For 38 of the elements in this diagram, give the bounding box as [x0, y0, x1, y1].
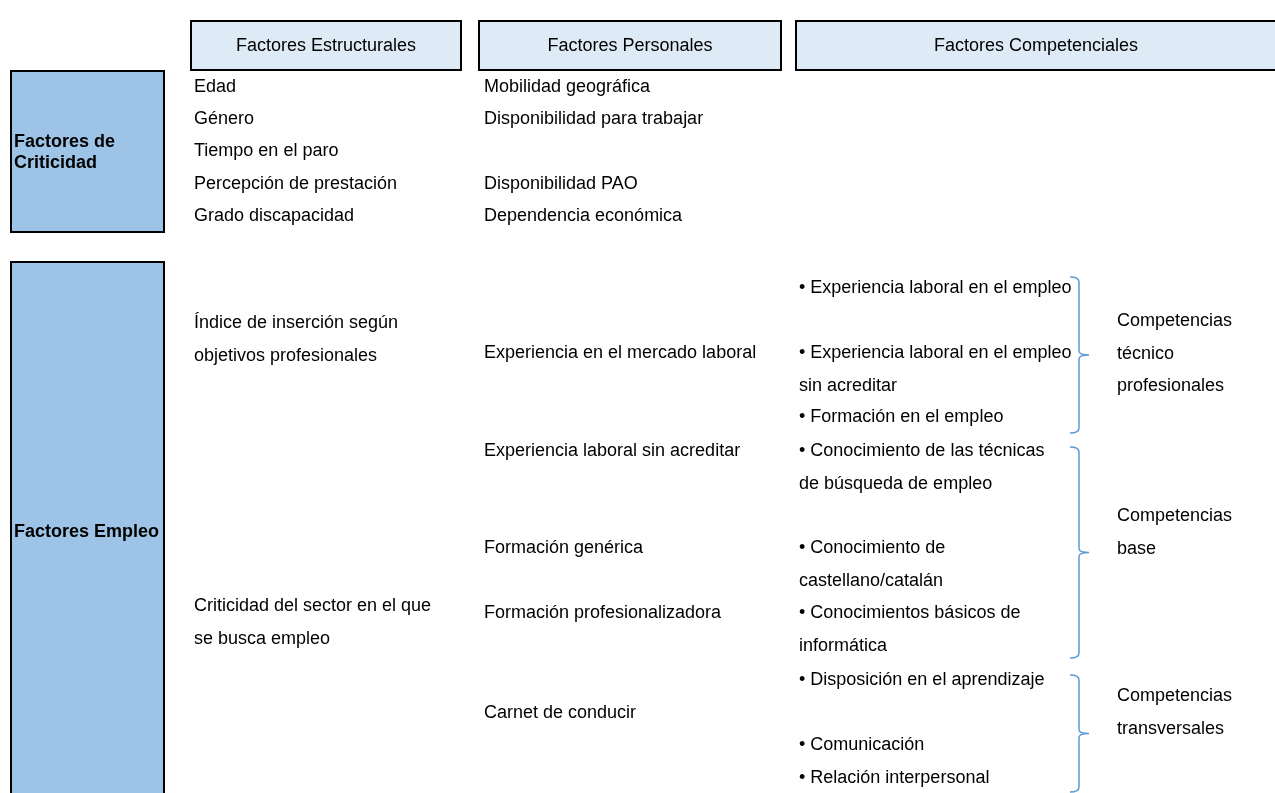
- bullet-item: • Conocimiento de las técnicas de búsqueda de empleo: [799, 439, 1046, 495]
- group-label: Competencias base: [1117, 504, 1234, 560]
- factor-item: Género: [194, 107, 256, 130]
- row-header-box: [10, 70, 165, 233]
- column-title: Factores Estructurales: [235, 35, 417, 56]
- factor-item: Disponibilidad para trabajar: [484, 107, 704, 130]
- factor-item: Mobilidad geográfica: [484, 75, 652, 98]
- bullet-item: • Experiencia laboral en el empleo sin acreditar: [799, 341, 1073, 397]
- factor-item: Tiempo en el paro: [194, 139, 340, 162]
- bullet-item: • Disposición en el aprendizaje: [799, 668, 1046, 691]
- column-header-box: [478, 20, 782, 71]
- bullet-item: • Comunicación: [799, 733, 926, 756]
- bullet-item: • Relación interpersonal: [799, 766, 991, 789]
- row-header-box: [10, 261, 165, 793]
- factor-item: Experiencia en el mercado laboral: [484, 341, 758, 364]
- factor-item: Carnet de conducir: [484, 701, 638, 724]
- factor-item: Edad: [194, 75, 238, 98]
- column-title: Factores Competenciales: [933, 35, 1139, 56]
- bullet-item: • Conocimientos básicos de informática: [799, 601, 1022, 657]
- group-label: Competencias transversales: [1117, 684, 1234, 740]
- column-title: Factores Personales: [547, 35, 713, 56]
- bullet-item: • Experiencia laboral en el empleo: [799, 276, 1073, 299]
- factor-item: Formación genérica: [484, 536, 645, 559]
- factor-item: Criticidad del sector en el que se busca empleo: [194, 594, 433, 650]
- bullet-item: • Formación en el empleo: [799, 405, 1005, 428]
- factor-item: Percepción de prestación: [194, 172, 399, 195]
- group-label: Competencias técnico profesionales: [1117, 309, 1234, 397]
- bullet-item: • Conocimiento de castellano/catalán: [799, 536, 947, 592]
- column-header-box: [190, 20, 462, 71]
- factor-item: Grado discapacidad: [194, 204, 356, 227]
- column-header-box: [795, 20, 1275, 71]
- factor-item: Dependencia económica: [484, 204, 684, 227]
- factor-item: Índice de inserción según objetivos profesionales: [194, 311, 400, 367]
- factor-item: Experiencia laboral sin acreditar: [484, 439, 742, 462]
- row-title: Factores Empleo: [14, 520, 160, 542]
- row-title: Factores de Criticidad: [14, 130, 117, 173]
- factor-item: Disponibilidad PAO: [484, 172, 639, 195]
- factor-item: Formación profesionalizadora: [484, 601, 723, 624]
